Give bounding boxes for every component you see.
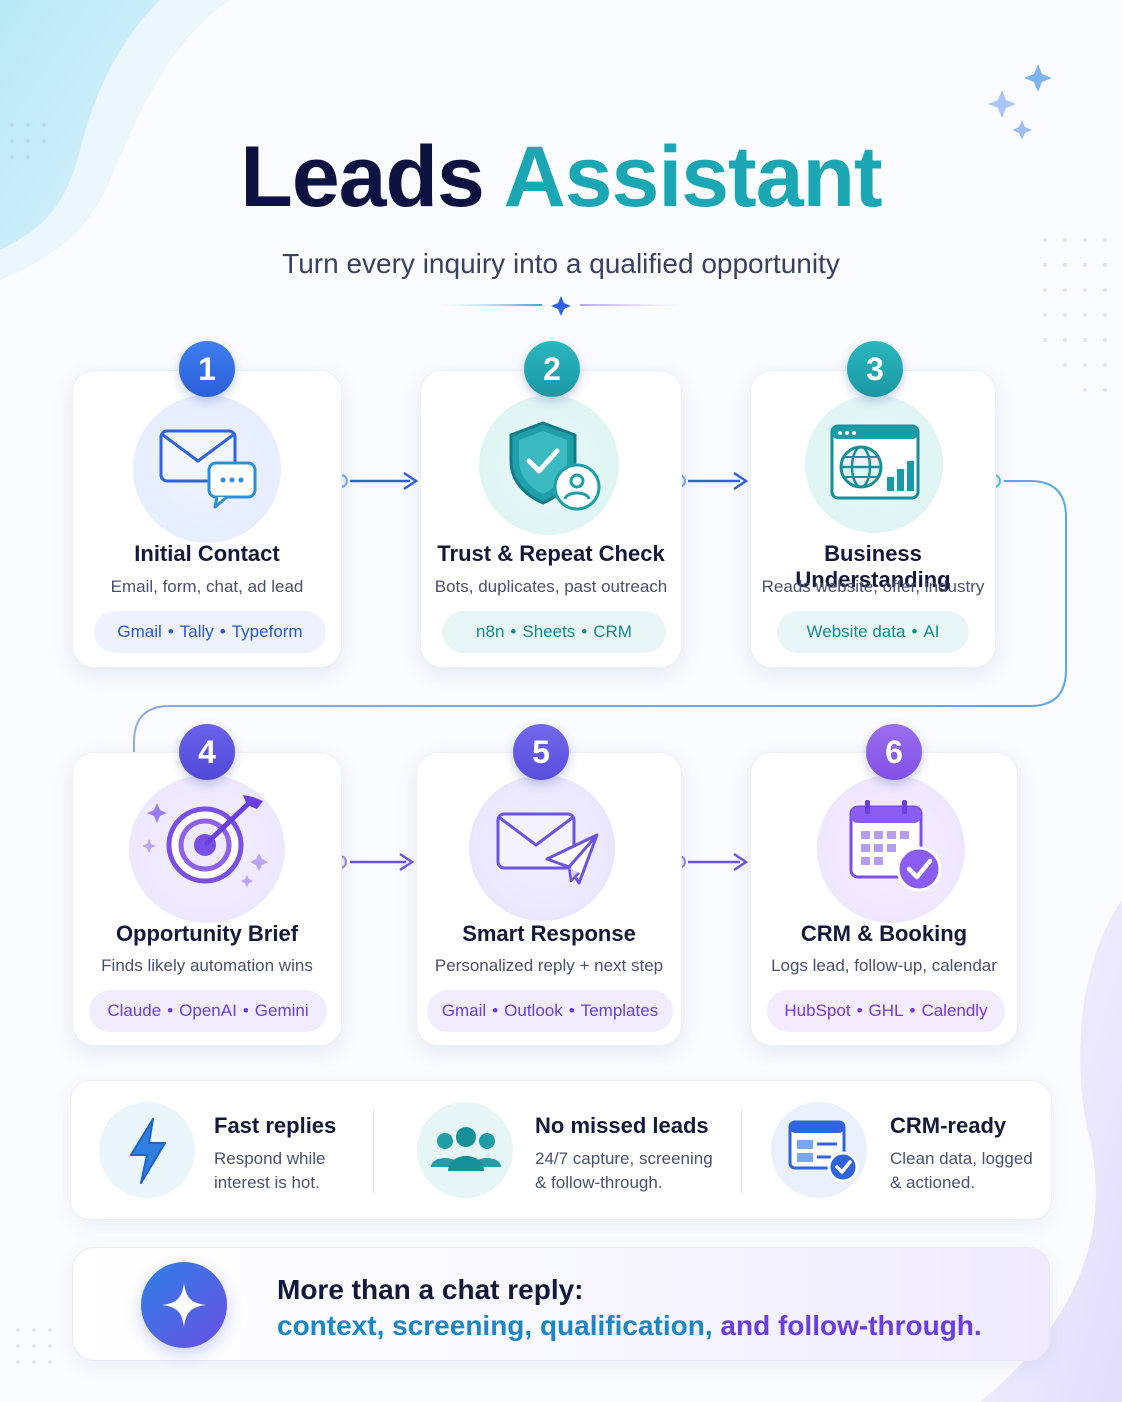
step-card-2: Trust & Repeat Check Bots, duplicates, p…: [420, 370, 682, 668]
step-description: Finds likely automation wins: [101, 956, 313, 975]
page-subtitle: Turn every inquiry into a qualified oppo…: [282, 248, 840, 279]
tool-label: n8n: [476, 622, 505, 641]
tool-label: Website data: [806, 622, 906, 641]
tool-label: Gmail: [117, 622, 162, 641]
benefit-divider: [373, 1109, 374, 1193]
step-title: Opportunity Brief: [115, 921, 299, 946]
step-card-1: Initial Contact Email, form, chat, ad le…: [72, 370, 342, 668]
step-card-3: Business Understanding Reads website, of…: [750, 370, 996, 668]
shield-user-icon: [509, 421, 601, 511]
benefit-description: 24/7 capture, screening& follow-through.: [535, 1149, 713, 1192]
step-card-5: Smart Response Personalized reply + next…: [416, 752, 682, 1046]
step-number-badge: 3: [847, 341, 903, 397]
tool-label: AI: [923, 622, 940, 641]
benefit-title: CRM-ready: [890, 1113, 1007, 1138]
step-description: Bots, duplicates, past outreach: [434, 577, 668, 596]
step-number-badge: 6: [866, 724, 922, 780]
footer-heading: More than a chat reply:: [277, 1274, 584, 1305]
title-leads: Leads: [240, 129, 485, 225]
tool-label: Gmail: [441, 1001, 487, 1020]
browser-globe-icon: [830, 424, 920, 500]
tool-label: GHL: [868, 1001, 904, 1020]
tool-label: Outlook: [504, 1001, 563, 1020]
sparkle-decor: [988, 64, 1052, 140]
dot-grid-right: [1043, 238, 1107, 392]
benefit-title: No missed leads: [535, 1113, 709, 1138]
step-tools-pill: Gmail•Tally•Typeform: [94, 611, 326, 653]
tool-label: HubSpot: [784, 1001, 851, 1020]
envelope-chat-icon: [159, 429, 257, 509]
footer-tagline-part1: context, screening, qualification,: [277, 1310, 713, 1341]
step-title: Business Understanding: [795, 541, 951, 592]
step-card-6: CRM & Booking Logs lead, follow-up, cale…: [750, 752, 1018, 1046]
connector-2-3: [672, 471, 749, 491]
step-tools-pill: Claude•OpenAI•Gemini: [89, 990, 327, 1032]
step-title: Trust & Repeat Check: [437, 541, 665, 566]
step-description: Email, form, chat, ad lead: [110, 577, 304, 596]
tool-label: Calendly: [921, 1001, 988, 1020]
tool-label: CRM: [593, 622, 632, 641]
step-tools-pill: HubSpot•GHL•Calendly: [767, 990, 1005, 1032]
tool-label: Typeform: [231, 622, 303, 641]
benefit-icon-bg: [417, 1102, 513, 1198]
tool-label: OpenAI: [179, 1001, 237, 1020]
page-title: Leads Assistant: [0, 128, 1122, 227]
step-title: CRM & Booking: [800, 921, 968, 946]
calendar-check-icon: [849, 800, 942, 892]
benefit-title: Fast replies: [214, 1113, 337, 1138]
group-icon: [431, 1127, 501, 1171]
crm-form-icon: [788, 1120, 859, 1183]
title-divider: [438, 296, 684, 316]
dot-grid: [10, 123, 46, 159]
step-tools-pill: Website data•AI: [777, 611, 969, 653]
step-title: Initial Contact: [134, 541, 280, 566]
benefit-description: Clean data, logged& actioned.: [890, 1149, 1033, 1192]
corner-blob-bottom: [980, 900, 1122, 1402]
envelope-send-icon: [496, 812, 599, 885]
sparkle-icon: [162, 1283, 206, 1327]
step-description: Reads website, offer, industry: [761, 577, 985, 596]
target-arrow-icon: [143, 795, 268, 887]
footer-tagline-part2: and follow-through.: [720, 1310, 982, 1341]
tool-label: Claude: [107, 1001, 162, 1020]
step-title: Smart Response: [462, 921, 636, 946]
tool-label: Sheets: [522, 622, 576, 641]
tool-label: Templates: [580, 1001, 659, 1020]
lightning-icon: [130, 1118, 166, 1184]
connector-1-2: [334, 471, 419, 491]
footer-banner: More than a chat reply: context, screeni…: [72, 1247, 1050, 1361]
step-tools-pill: n8n•Sheets•CRM: [442, 611, 666, 653]
corner-blob: [0, 0, 160, 250]
step-card-4: Opportunity Brief Finds likely automatio…: [72, 752, 342, 1046]
step-description: Personalized reply + next step: [434, 956, 664, 975]
benefit-divider: [741, 1109, 742, 1193]
tool-label: Tally: [179, 622, 214, 641]
connector-4-5: [333, 852, 415, 872]
title-assistant: Assistant: [503, 129, 883, 225]
step-description: Logs lead, follow-up, calendar: [771, 956, 997, 975]
step-tools-pill: Gmail•Outlook•Templates: [427, 990, 673, 1032]
step-number-badge: 1: [179, 341, 235, 397]
step-number-badge: 5: [513, 724, 569, 780]
footer-tagline: context, screening, qualification, and f…: [277, 1310, 982, 1342]
step-number-badge: 2: [524, 341, 580, 397]
tool-label: Gemini: [254, 1001, 309, 1020]
connector-5-6: [672, 852, 749, 872]
step-number-badge: 4: [179, 724, 235, 780]
